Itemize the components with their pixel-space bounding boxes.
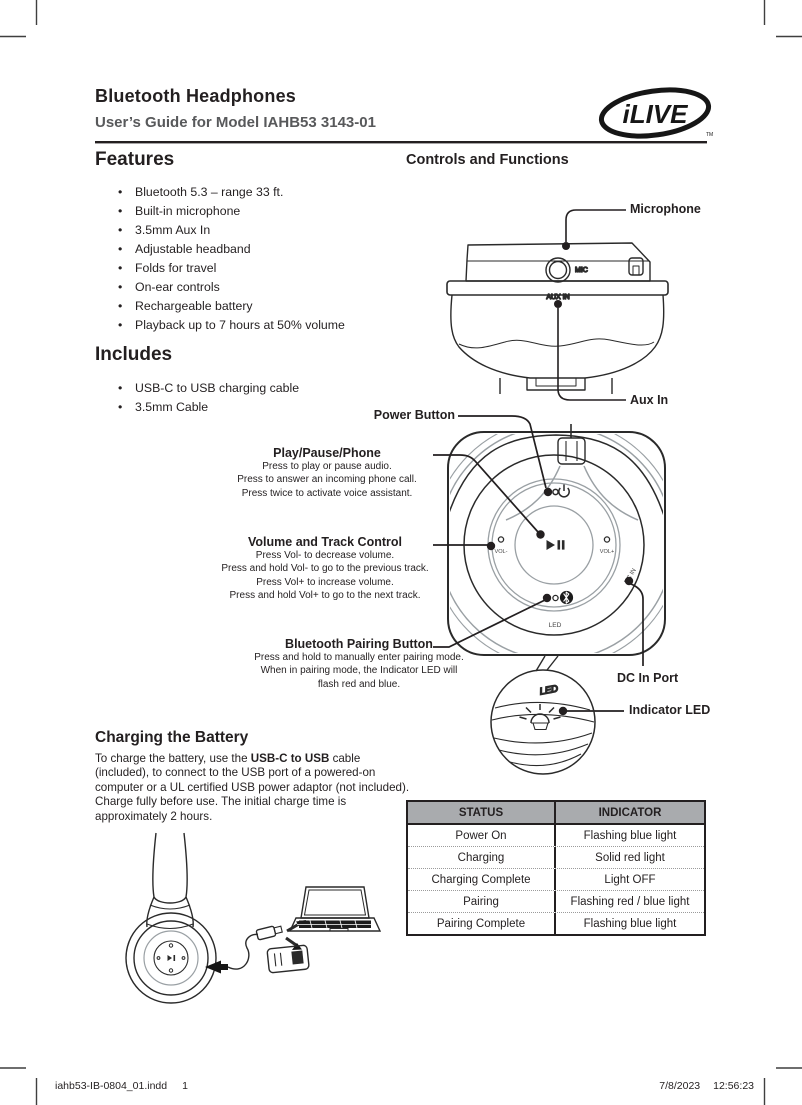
table-row: Pairing Complete Flashing blue light <box>408 913 704 934</box>
feature-item: On-ear controls <box>112 278 402 297</box>
controls-heading: Controls and Functions <box>406 152 569 168</box>
charging-body: To charge the battery, use the USB-C to … <box>95 752 413 824</box>
play-pause-desc: Press to answer an incoming phone call. <box>237 474 417 486</box>
status-cell: Charging <box>408 847 556 868</box>
pairing-desc: Press and hold to manually enter pairing… <box>254 652 464 663</box>
volume-minus-icon <box>497 536 505 543</box>
table-header-row: STATUS INDICATOR <box>408 802 704 825</box>
footer-left: iahb53-IB-0804_01.indd 1 <box>55 1080 188 1092</box>
status-indicator-table: STATUS INDICATOR Power On Flashing blue … <box>406 800 706 936</box>
page-subtitle: User’s Guide for Model IAHB53 3143-01 <box>95 114 376 131</box>
volume-label: Volume and Track Control <box>248 535 402 549</box>
volume-desc: Press Vol+ to increase volume. <box>256 576 394 588</box>
header-divider <box>95 141 707 144</box>
footer-page-number: 1 <box>182 1080 188 1092</box>
pairing-desc: flash red and blue. <box>317 678 401 690</box>
power-button-label: Power Button <box>373 408 455 422</box>
led-panel-text: LED <box>549 622 562 629</box>
table-header-status: STATUS <box>408 802 556 823</box>
led-zoom-diagram: LED <box>490 669 596 775</box>
table-row: Charging Complete Light OFF <box>408 869 704 891</box>
play-pause-label-block: Play/Pause/Phone Press to play or pause … <box>222 446 432 500</box>
pairing-label-block: Bluetooth Pairing Button Press and hold … <box>249 637 469 691</box>
charging-body-pre: To charge the battery, use the <box>95 752 251 765</box>
feature-item: Built-in microphone <box>112 202 402 221</box>
footer-date: 7/8/2023 <box>659 1080 701 1092</box>
status-cell: Charging Complete <box>408 869 556 890</box>
microphone-label: Microphone <box>630 202 701 216</box>
bluetooth-icon <box>552 590 574 605</box>
vol-minus-text: VOL- <box>494 549 507 555</box>
aux-leader <box>554 300 626 401</box>
footer-filename: iahb53-IB-0804_01.indd <box>55 1080 168 1092</box>
charging-body-post: cable (included), to connect to the USB … <box>95 752 410 823</box>
ilive-logo-text: iLIVE <box>622 99 688 129</box>
table-row: Charging Solid red light <box>408 847 704 869</box>
headphone-top-diagram: MIC AUX IN <box>446 242 669 394</box>
charging-heading: Charging the Battery <box>95 729 249 746</box>
charging-body-bold: USB-C to USB <box>250 752 330 765</box>
indicator-cell: Flashing red / blue light <box>570 896 690 908</box>
feature-item: Adjustable headband <box>112 240 402 259</box>
mic-port-text: MIC <box>575 267 588 274</box>
dc-in-port-label: DC In Port <box>617 671 679 685</box>
feature-item: Bluetooth 5.3 – range 33 ft. <box>112 183 402 202</box>
play-pause-desc: Press to play or pause audio. <box>262 461 392 472</box>
status-cell: Power On <box>408 825 556 846</box>
play-pause-icon <box>546 540 565 550</box>
ilive-logo-tm: TM <box>706 132 713 138</box>
footer-time: 12:56:23 <box>713 1080 754 1092</box>
indicator-cell: Light OFF <box>604 874 656 886</box>
includes-list: USB-C to USB charging cable 3.5mm Cable <box>112 379 402 417</box>
pairing-label: Bluetooth Pairing Button <box>285 637 433 651</box>
page-title: Bluetooth Headphones <box>95 86 296 106</box>
feature-item: Playback up to 7 hours at 50% volume <box>112 316 402 335</box>
include-item: USB-C to USB charging cable <box>112 379 402 398</box>
features-list: Bluetooth 5.3 – range 33 ft. Built-in mi… <box>112 183 402 335</box>
table-row: Power On Flashing blue light <box>408 825 704 847</box>
pairing-desc: When in pairing mode, the Indicator LED … <box>260 665 458 677</box>
includes-heading: Includes <box>95 344 173 365</box>
microphone-leader <box>562 209 626 250</box>
table-header-indicator: INDICATOR <box>598 806 662 819</box>
ilive-logo: iLIVE TM <box>598 87 713 139</box>
status-cell: Pairing <box>408 891 556 912</box>
charging-diagram <box>125 832 382 1004</box>
power-icon <box>552 484 570 498</box>
led-zoom-text: LED <box>539 683 559 697</box>
table-row: Pairing Flashing red / blue light <box>408 891 704 913</box>
features-heading: Features <box>95 149 175 170</box>
play-pause-label: Play/Pause/Phone <box>273 446 381 460</box>
feature-item: 3.5mm Aux In <box>112 221 402 240</box>
indicator-cell: Solid red light <box>595 852 665 864</box>
indicator-cell: Flashing blue light <box>583 830 677 842</box>
indicator-led-label: Indicator LED <box>629 703 711 717</box>
include-item: 3.5mm Cable <box>112 398 402 417</box>
panel-leaders <box>433 415 644 716</box>
vol-plus-text: VOL+ <box>600 549 614 555</box>
aux-in-label: Aux In <box>630 393 669 407</box>
zoom-pointer <box>535 655 559 672</box>
feature-item: Folds for travel <box>112 259 402 278</box>
feature-item: Rechargeable battery <box>112 297 402 316</box>
status-cell: Pairing Complete <box>408 913 556 934</box>
aux-port-text: AUX IN <box>546 294 569 301</box>
indicator-cell: Flashing blue light <box>583 918 677 930</box>
volume-desc: Press and hold Vol- to go to the previou… <box>221 563 429 575</box>
volume-plus-icon <box>603 536 611 543</box>
volume-label-block: Volume and Track Control Press Vol- to d… <box>218 535 432 603</box>
volume-desc: Press Vol- to decrease volume. <box>255 550 395 561</box>
play-pause-desc: Press twice to activate voice assistant. <box>241 487 413 499</box>
footer-right: 7/8/2023 12:56:23 <box>659 1080 754 1092</box>
volume-desc: Press and hold Vol+ to go to the next tr… <box>229 590 421 602</box>
